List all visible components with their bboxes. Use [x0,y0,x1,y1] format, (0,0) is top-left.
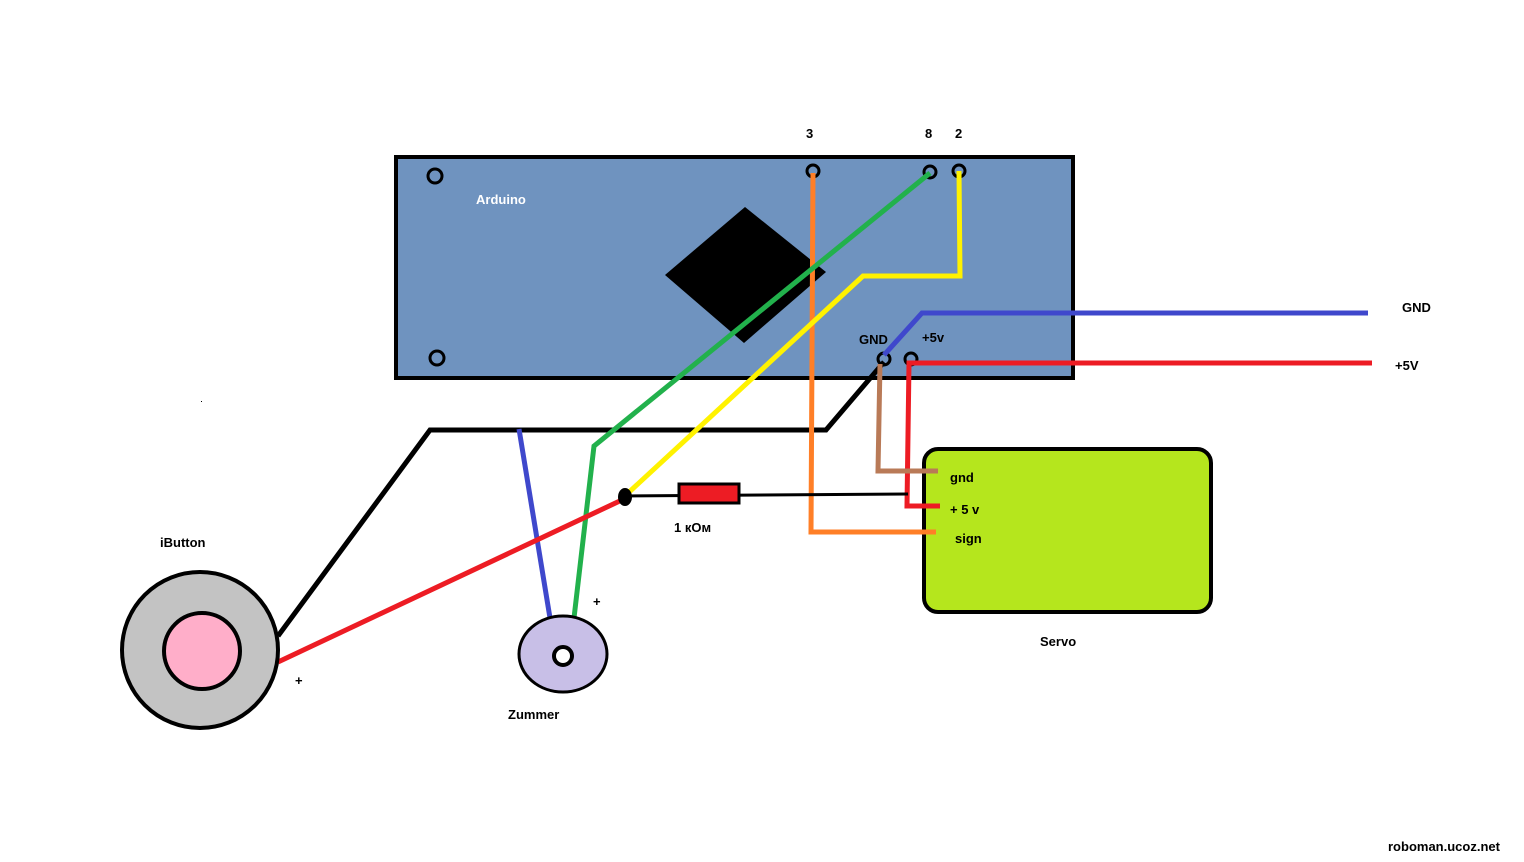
ibutton-plus-label: + [295,673,303,688]
pin-8-hole [922,164,938,180]
wire-red-5v-rail [904,360,1372,509]
servo-5v-label: + 5 v [950,502,980,517]
wire-yellow-pin2 [625,170,963,496]
watermark: roboman.ucoz.net [1388,839,1501,854]
wire-brown-servo-gnd [875,363,938,474]
board-5v-label: +5v [922,330,945,345]
wire-blue-gnd-rail [882,310,1368,357]
wire-red-ibutton [276,496,626,665]
resistor [677,482,741,505]
wire-resistor-line [623,492,909,498]
junction-dot [618,488,632,506]
wire-black-ground [275,360,886,638]
arduino-chip [665,207,826,343]
arduino-label: Arduino [476,192,526,207]
pin-8-label: 8 [925,126,932,141]
stray-dot [201,401,202,402]
ibutton-label: iButton [160,535,206,550]
board-gnd-label: GND [859,332,888,347]
servo-gnd-label: gnd [950,470,974,485]
pin-2-label: 2 [955,126,962,141]
wire-orange-pin3 [808,172,936,535]
resistor-label: 1 кОм [674,520,711,535]
zummer-label: Zummer [508,707,559,722]
servo-label: Servo [1040,634,1076,649]
wire-green-pin8 [571,171,932,619]
ibutton-inner [162,611,242,691]
rail-5v-label: +5V [1395,358,1419,373]
pin-3-label: 3 [806,126,813,141]
mount-hole-bottom-left [428,349,446,367]
zummer-plus-label: + [593,594,601,609]
zummer-center [552,645,574,667]
wire-blue-zummer [516,428,553,619]
servo-sign-label: sign [955,531,982,546]
mount-hole-top-left [426,167,444,185]
rail-gnd-label: GND [1402,300,1431,315]
